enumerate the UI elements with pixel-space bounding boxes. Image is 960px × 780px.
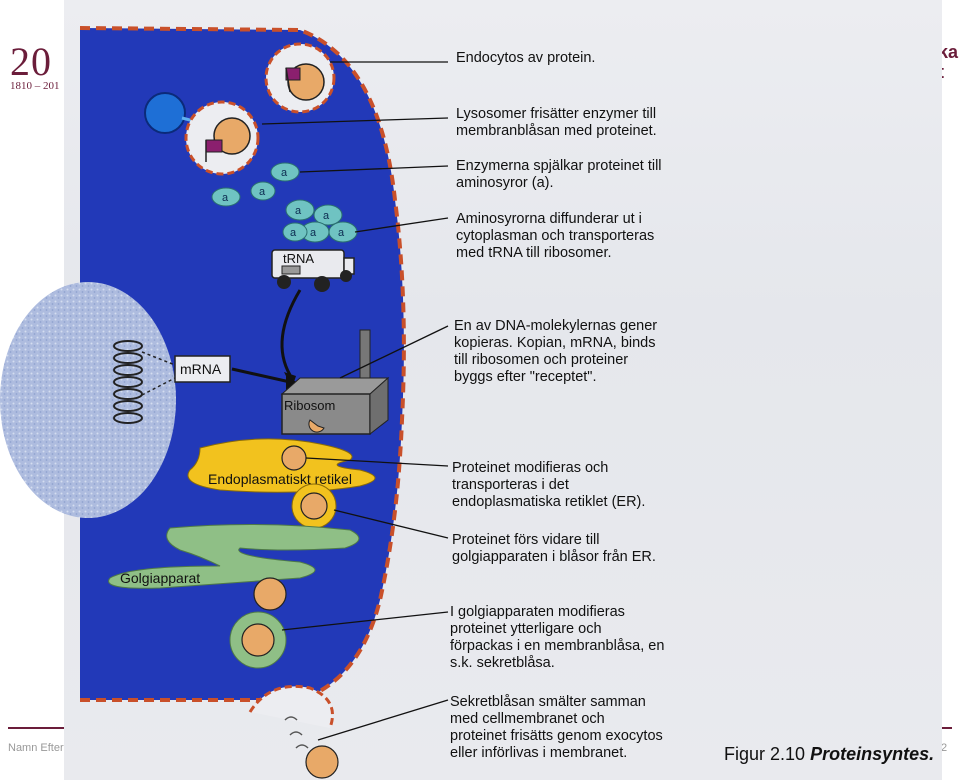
- golgi-apparatus: [108, 523, 360, 589]
- step-6-text: Proteinet modifieras och transporteras i…: [452, 460, 646, 510]
- endoplasmic-reticulum: [187, 438, 376, 493]
- nucleus: [0, 282, 176, 518]
- endocytosis-vesicle: [264, 42, 336, 114]
- step-7-text: Proteinet förs vidare till golgiapparate…: [452, 532, 656, 565]
- secretory-vesicle: [248, 684, 339, 779]
- step-2-text: Lysosomer frisätter enzymer till membran…: [456, 106, 657, 139]
- step-8-text: I golgiapparaten modifieras proteinet yt…: [450, 604, 665, 671]
- figure-title: Proteinsyntes.: [810, 744, 935, 764]
- mrna-label: mRNA: [180, 361, 222, 377]
- golgi-label: Golgiapparat: [120, 570, 200, 586]
- dna-coil-icon: [113, 340, 143, 424]
- amino-label: a: [290, 227, 297, 239]
- slide-years-range: 1810 – 201: [10, 80, 60, 92]
- er-label: Endoplasmatiskt retikel: [208, 471, 352, 487]
- amino-label: a: [310, 227, 317, 239]
- amino-label: a: [338, 227, 345, 239]
- ribosome-factory-icon: [280, 329, 390, 436]
- step-3-text: Enzymerna spjälkar proteinet till aminos…: [456, 158, 662, 191]
- lysosome-vesicle: [184, 100, 260, 176]
- figure-caption: Figur 2.10 Proteinsyntes.: [724, 744, 934, 765]
- ribosome-label: Ribosom: [284, 398, 335, 413]
- figure-number: Figur 2.10: [724, 744, 806, 764]
- amino-acids: [211, 162, 358, 243]
- trna-truck-icon: [271, 249, 355, 292]
- trna-label: tRNA: [283, 251, 314, 266]
- amino-label: a: [259, 186, 266, 198]
- lysosome: [144, 92, 186, 134]
- amino-label: a: [222, 192, 229, 204]
- amino-label: a: [323, 210, 330, 222]
- footer-author: Namn Efter: [8, 742, 64, 754]
- cell-membrane: [79, 26, 406, 702]
- amino-label: a: [281, 167, 288, 179]
- step-1-text: Endocytos av protein.: [456, 50, 596, 66]
- slide-year-logo: 20: [10, 39, 52, 84]
- step-4-text: Aminosyrorna diffunderar ut i cytoplasma…: [456, 211, 655, 261]
- footer-page-number: 2: [941, 742, 948, 754]
- amino-label: a: [295, 205, 302, 217]
- step-9-text: Sekretblåsan smälter samman med cellmemb…: [450, 694, 663, 761]
- leader-lines: [261, 61, 449, 741]
- step-5-text: En av DNA-molekylernas gener kopieras. K…: [454, 318, 658, 385]
